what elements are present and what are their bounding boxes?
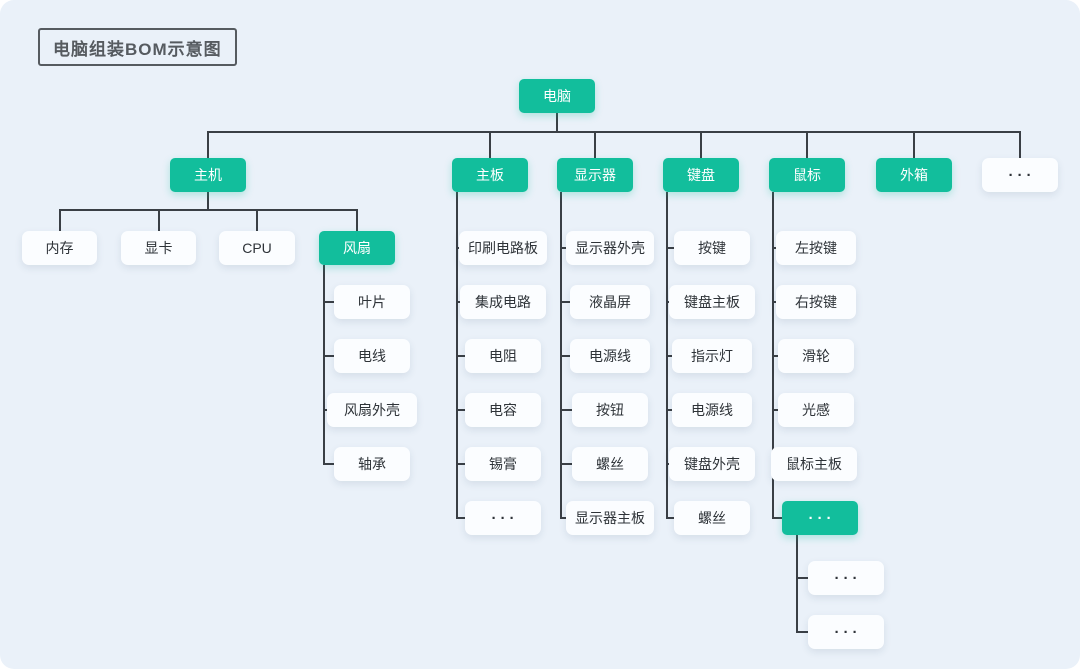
node-integrated-circuit[interactable]: 集成电路	[460, 285, 546, 319]
connector-line	[561, 301, 576, 303]
node-keyboard[interactable]: 键盘	[663, 158, 739, 192]
connector-line	[59, 209, 358, 211]
node-fan-shell[interactable]: 风扇外壳	[327, 393, 417, 427]
connector-line	[207, 192, 209, 211]
node-fan[interactable]: 风扇	[319, 231, 395, 265]
connector-line	[324, 463, 340, 465]
node-case[interactable]: 外箱	[876, 158, 952, 192]
node-mouse-board[interactable]: 鼠标主板	[771, 447, 857, 481]
diagram-title-text: 电脑组装BOM示意图	[53, 39, 222, 59]
node-motherboard-more[interactable]: ···	[465, 501, 541, 535]
connector-line	[797, 631, 812, 633]
node-monitor-button[interactable]: 按钮	[572, 393, 648, 427]
node-capacitor[interactable]: 电容	[465, 393, 541, 427]
node-host[interactable]: 主机	[170, 158, 246, 192]
node-right-button[interactable]: 右按键	[776, 285, 856, 319]
connector-line	[457, 409, 472, 411]
connector-line	[806, 132, 808, 158]
node-fan-wire[interactable]: 电线	[334, 339, 410, 373]
node-fan-blade[interactable]: 叶片	[334, 285, 410, 319]
connector-line	[796, 535, 798, 633]
node-mouse-more[interactable]: ···	[782, 501, 858, 535]
connector-line	[561, 355, 576, 357]
node-cpu[interactable]: CPU	[219, 231, 295, 265]
node-fan-bearing[interactable]: 轴承	[334, 447, 410, 481]
connector-line	[158, 210, 160, 231]
connector-line	[594, 132, 596, 158]
connector-line	[489, 132, 491, 158]
node-mouse-more-child-2[interactable]: ···	[808, 615, 884, 649]
node-lcd-screen[interactable]: 液晶屏	[570, 285, 650, 319]
node-monitor-board[interactable]: 显示器主板	[566, 501, 654, 535]
connector-line	[556, 112, 558, 133]
node-monitor-power-cord[interactable]: 电源线	[570, 339, 650, 373]
node-left-button[interactable]: 左按键	[776, 231, 856, 265]
node-indicator-light[interactable]: 指示灯	[672, 339, 752, 373]
connector-line	[457, 355, 472, 357]
connector-line	[356, 210, 358, 231]
node-solder-paste[interactable]: 锡膏	[465, 447, 541, 481]
connector-line	[256, 210, 258, 231]
node-monitor-shell[interactable]: 显示器外壳	[566, 231, 654, 265]
connector-line	[457, 463, 472, 465]
connector-line	[561, 409, 576, 411]
node-mouse[interactable]: 鼠标	[769, 158, 845, 192]
connector-line	[913, 132, 915, 158]
node-graphics-card[interactable]: 显卡	[121, 231, 196, 265]
connector-line	[797, 577, 812, 579]
node-keyboard-board[interactable]: 键盘主板	[669, 285, 755, 319]
connector-line	[773, 517, 788, 519]
connector-line	[457, 517, 472, 519]
diagram-title: 电脑组装BOM示意图	[38, 28, 237, 66]
node-monitor[interactable]: 显示器	[557, 158, 633, 192]
node-keyboard-screw[interactable]: 螺丝	[674, 501, 750, 535]
node-optical-sensor[interactable]: 光感	[778, 393, 854, 427]
node-resistor[interactable]: 电阻	[465, 339, 541, 373]
node-keyboard-shell[interactable]: 键盘外壳	[669, 447, 755, 481]
connector-line	[700, 132, 702, 158]
connector-line	[207, 132, 209, 158]
node-computer[interactable]: 电脑	[519, 79, 595, 113]
node-level2-more[interactable]: ···	[982, 158, 1058, 192]
connector-line	[1019, 132, 1021, 158]
connector-line	[324, 355, 340, 357]
node-memory[interactable]: 内存	[22, 231, 97, 265]
connector-line	[207, 131, 1021, 133]
connector-line	[324, 301, 340, 303]
connector-line	[323, 265, 325, 465]
node-scroll-wheel[interactable]: 滑轮	[778, 339, 854, 373]
connector-line	[561, 463, 576, 465]
node-monitor-screw[interactable]: 螺丝	[572, 447, 648, 481]
connector-line	[59, 210, 61, 231]
node-keycap[interactable]: 按键	[674, 231, 750, 265]
node-pcb[interactable]: 印刷电路板	[459, 231, 547, 265]
node-motherboard[interactable]: 主板	[452, 158, 528, 192]
node-keyboard-power-cord[interactable]: 电源线	[672, 393, 752, 427]
node-mouse-more-child-1[interactable]: ···	[808, 561, 884, 595]
